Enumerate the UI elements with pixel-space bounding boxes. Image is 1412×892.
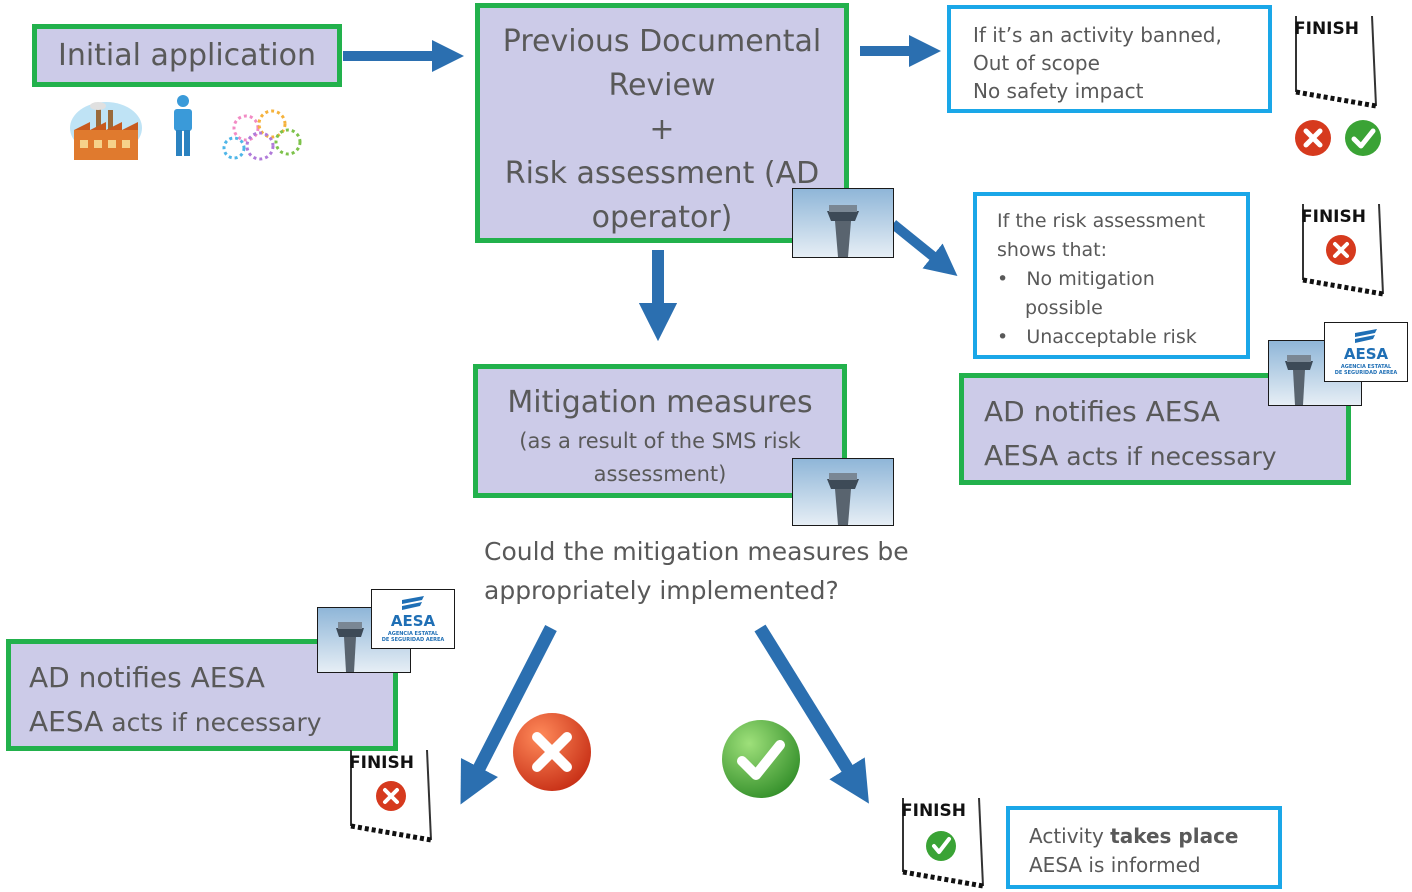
notify-right-line-1: AD notifies AESA [984,395,1220,428]
risk-bullet-1-text: No mitigation [1026,268,1155,290]
aesa-logo-name: AESA [1344,345,1389,363]
aesa-logo-sub-1: AGENCIA ESTATAL [388,631,439,637]
finish-flag-icon: FINISH [1290,10,1382,110]
arrow-question-to-reject [460,625,557,805]
question-text: Could the mitigation measures be appropr… [484,532,909,610]
notify-left-rest: acts if necessary [103,708,322,737]
notify-left-line-2: AESA acts if necessary [29,700,393,745]
aesa-logo-graphic: AESA AGENCIA ESTATAL DE SEGURIDAD AEREA [1335,329,1398,376]
reject-icon [513,713,591,791]
person-icon [174,95,192,156]
mitigation-title: Mitigation measures [507,385,813,420]
activity-outcome-box: Activity takes place AESA is informed [1006,806,1282,889]
finish-flag-icon: FINISH [1297,198,1389,298]
notify-left-aesa: AESA [29,705,104,738]
notify-right-rest: acts if necessary [1058,442,1277,471]
banned-activity-box: If it’s an activity banned, Out of scope… [947,5,1272,113]
risk-bullet-2: • Unacceptable risk [997,326,1197,348]
notify-right-aesa: AESA [984,439,1059,472]
finish-flag-icon: FINISH [345,744,437,844]
arrow-question-to-approve [754,624,869,804]
outcome-activity: Activity [1029,824,1111,848]
aesa-logo-sub-2: DE SEGURIDAD AEREA [382,637,445,643]
notify-left-line-1: AD notifies AESA [29,661,265,694]
review-line-1: Previous Documental [502,24,822,59]
banned-line-2: Out of scope [973,51,1100,75]
finish-flag-text: FINISH [1301,207,1366,227]
mitigation-measures-box: Mitigation measures (as a result of the … [473,364,847,498]
aesa-logo: AESA AGENCIA ESTATAL DE SEGURIDAD AEREA [1324,322,1408,382]
review-line-5: operator) [591,200,733,235]
documental-review-box: Previous Documental Review + Risk assess… [475,3,849,243]
notify-aesa-box-right: AD notifies AESA AESA acts if necessary [959,373,1351,485]
banned-line-3: No safety impact [973,79,1144,103]
aesa-logo-sub-2: DE SEGURIDAD AEREA [1335,370,1398,376]
aesa-logo-graphic: AESA AGENCIA ESTATAL DE SEGURIDAD AEREA [382,596,445,643]
aesa-logo-name: AESA [391,612,436,630]
risk-intro-1: If the risk assessment [997,210,1206,232]
mitigation-sub-1: (as a result of the SMS risk [519,429,801,453]
outcome-line-1: Activity takes place [1029,822,1278,851]
approve-icon [1345,120,1381,156]
arrow-review-to-risk [889,220,958,277]
notify-aesa-box-left: AD notifies AESA AESA acts if necessary [6,639,398,751]
approve-icon [722,720,800,798]
review-line-3: + [649,112,675,147]
mitigation-sub-2: assessment) [593,462,727,486]
risk-bullet-2-text: Unacceptable risk [1026,326,1197,348]
outcome-takes-place: takes place [1110,824,1239,848]
risk-bullet-1: • No mitigation [997,268,1155,290]
finish-flag-text: FINISH [349,753,414,773]
control-tower-icon [792,458,894,526]
risk-intro-2: shows that: [997,239,1108,261]
reject-icon [1295,120,1331,156]
control-tower-icon [792,188,894,258]
initial-application-box: Initial application [32,24,342,87]
banned-line-1: If it’s an activity banned, [973,23,1222,47]
factory-icon [70,102,142,160]
risk-assessment-box: If the risk assessment shows that: • No … [973,192,1250,359]
review-line-2: Review [608,68,716,103]
fireworks-icon [222,109,302,161]
outcome-line-2: AESA is informed [1029,853,1201,877]
aesa-logo: AESA AGENCIA ESTATAL DE SEGURIDAD AEREA [371,589,455,649]
initial-application-label: Initial application [57,38,317,73]
finish-flag-icon: FINISH [897,792,989,890]
question-line-1: Could the mitigation measures be [484,537,909,566]
risk-bullet-1-cont: possible [1025,297,1103,319]
question-line-2: appropriately implemented? [484,576,839,605]
finish-flag-text: FINISH [901,801,966,821]
notify-right-line-2: AESA acts if necessary [984,434,1346,479]
aesa-logo-sub-1: AGENCIA ESTATAL [1341,364,1392,370]
finish-flag-text: FINISH [1294,19,1359,39]
review-line-4: Risk assessment (AD [504,156,820,191]
